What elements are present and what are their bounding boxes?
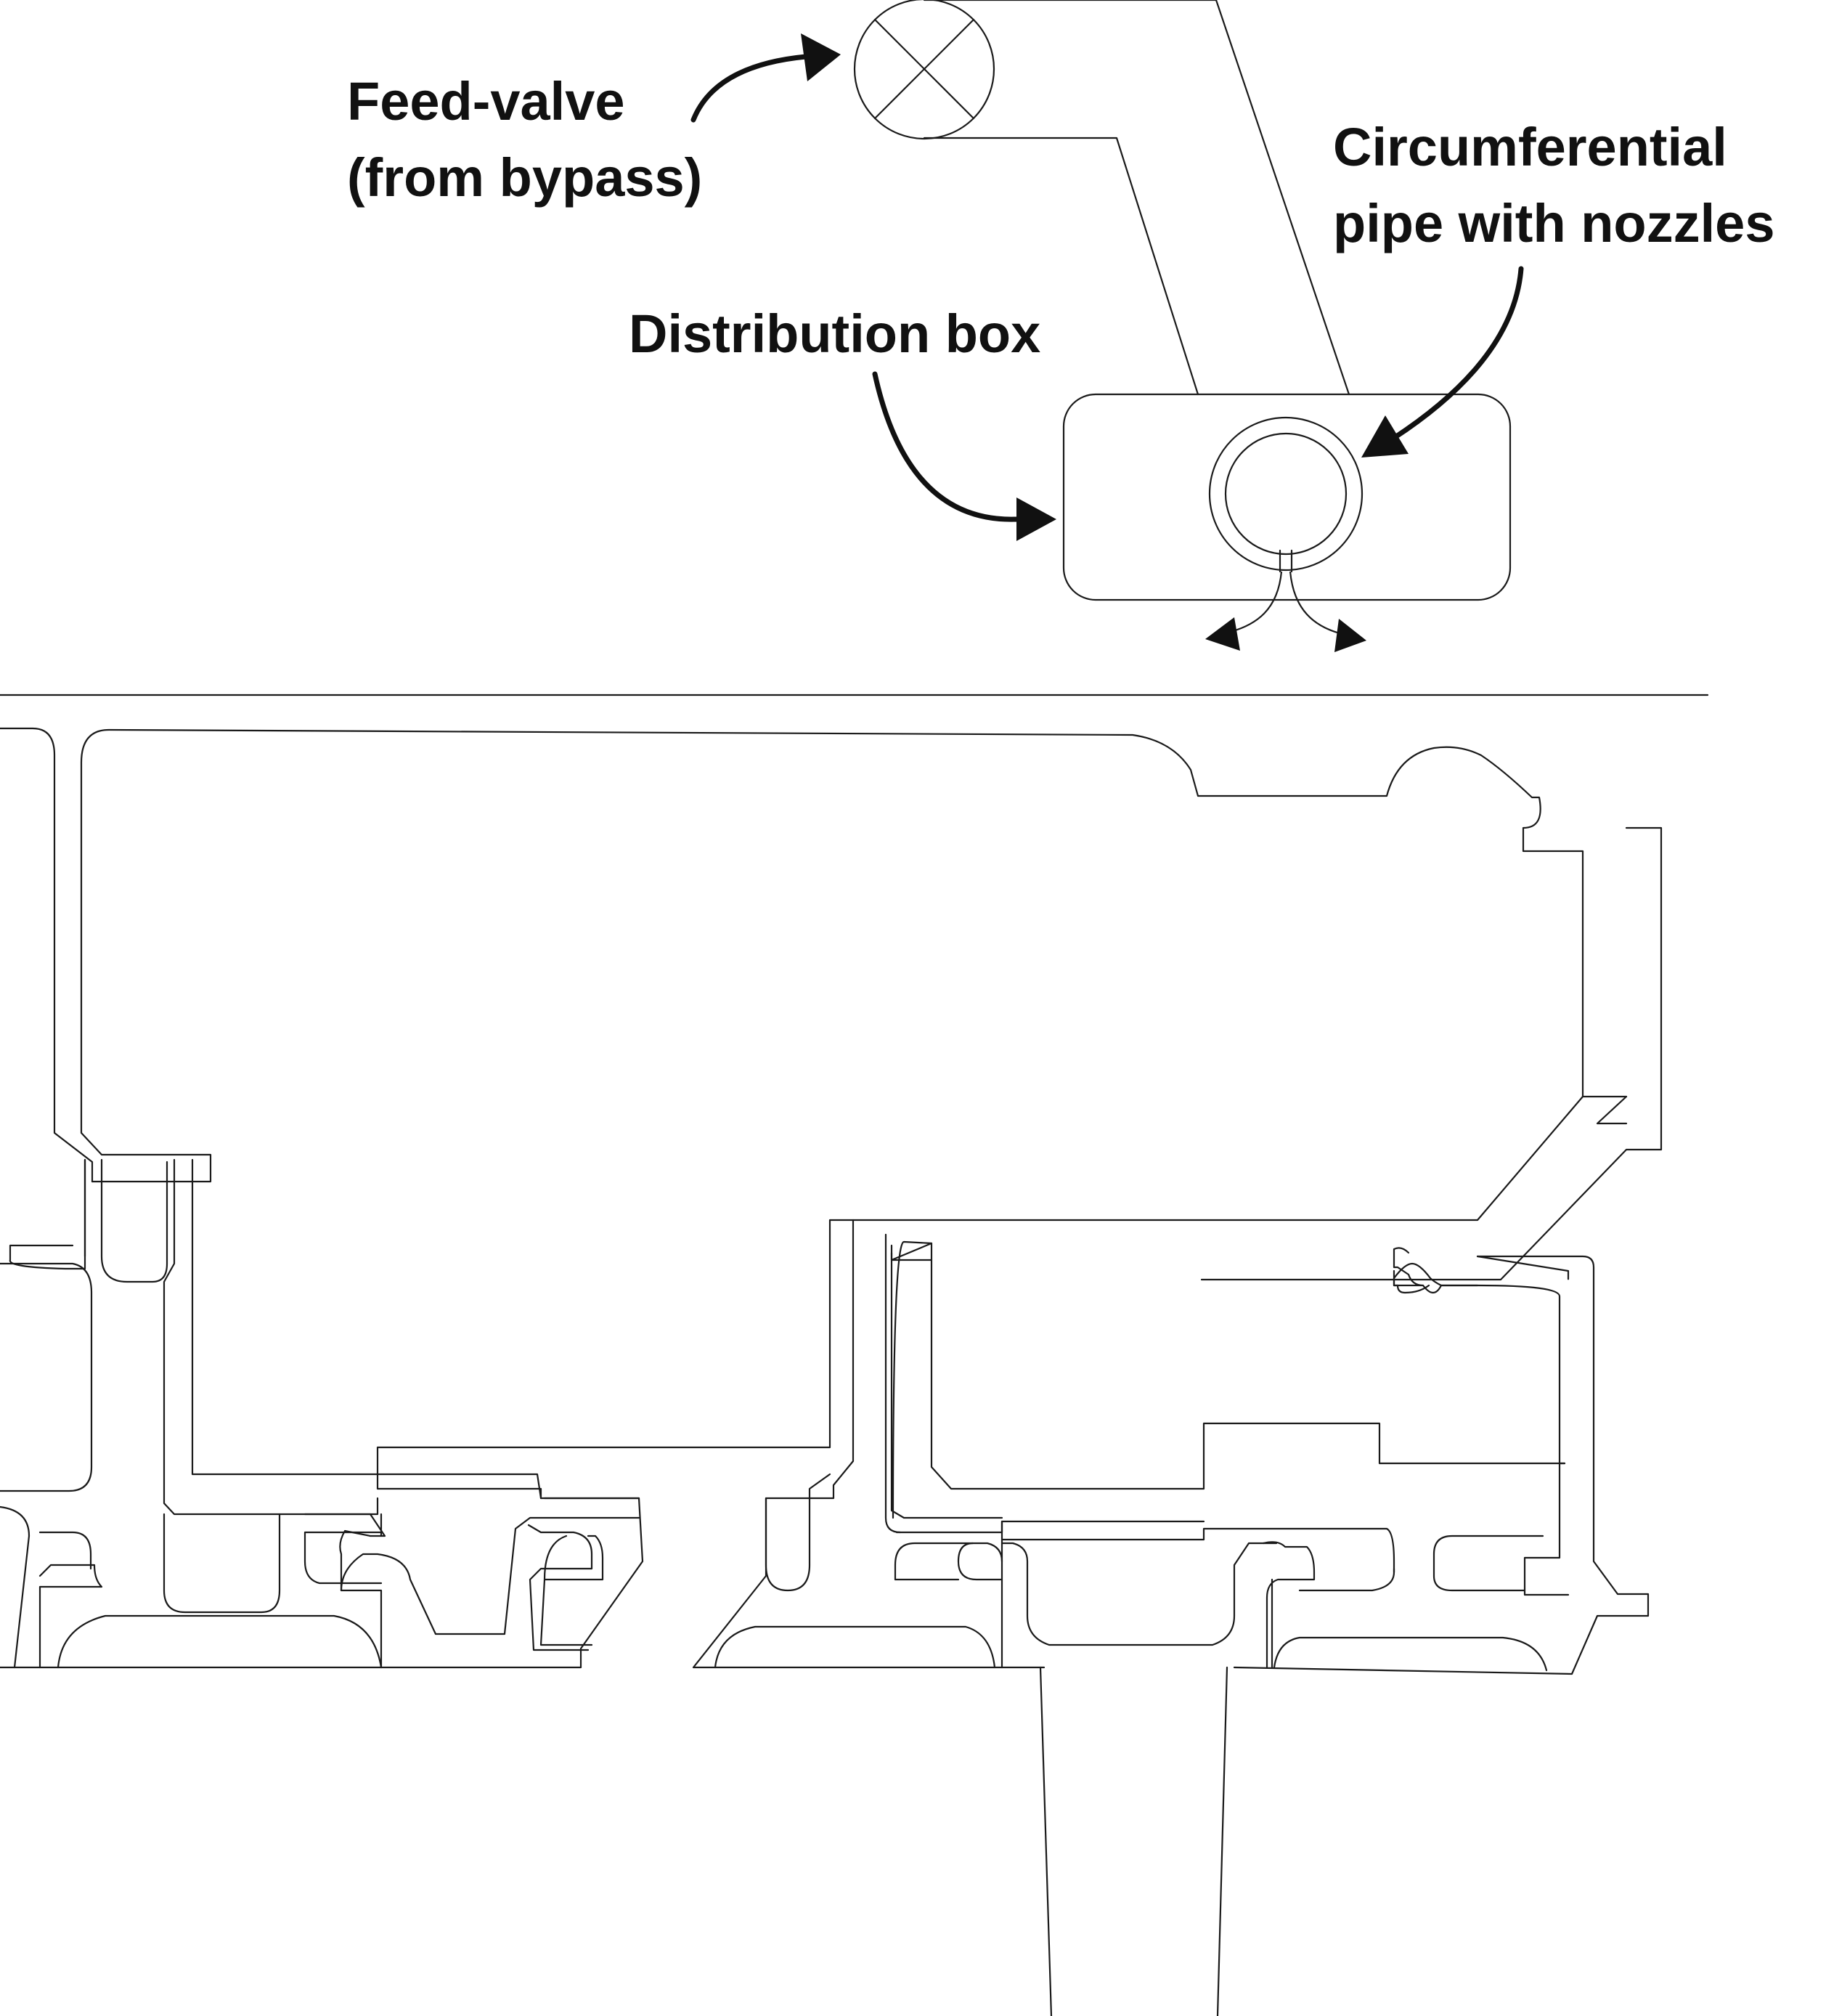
feed-valve-arrow (690, 33, 841, 123)
feed-valve-arrowhead (801, 33, 841, 81)
feed-valve-label-line2: (from bypass) (347, 147, 702, 208)
feed-valve (853, 0, 995, 140)
distribution-box-arrow (872, 371, 1056, 541)
distribution-box-label: Distribution box (629, 304, 1040, 364)
flow-arrowhead-right (1334, 619, 1366, 652)
feed-pipe (923, 0, 1350, 396)
circumferential-pipe (1208, 416, 1364, 573)
right-stage (692, 1219, 1650, 1675)
circumferential-pipe-arrowhead (1361, 415, 1409, 458)
flow-arrowhead-left (1205, 617, 1240, 651)
distribution-box-arrowhead (1016, 497, 1056, 541)
left-stage (0, 1158, 644, 1669)
cooling-channel (376, 826, 1663, 1500)
nozzle-flow-arrows (1205, 571, 1366, 652)
circumferential-pipe-label-line1: Circumferential (1333, 117, 1727, 177)
outer-casing (0, 694, 1709, 1183)
distribution-box (1062, 393, 1512, 601)
shaft (1039, 1666, 1228, 2016)
circumferential-pipe-arrow (1361, 266, 1524, 458)
circumferential-pipe-label-line2: pipe with nozzles (1333, 193, 1774, 253)
feed-valve-label-line1: Feed-valve (347, 71, 625, 131)
